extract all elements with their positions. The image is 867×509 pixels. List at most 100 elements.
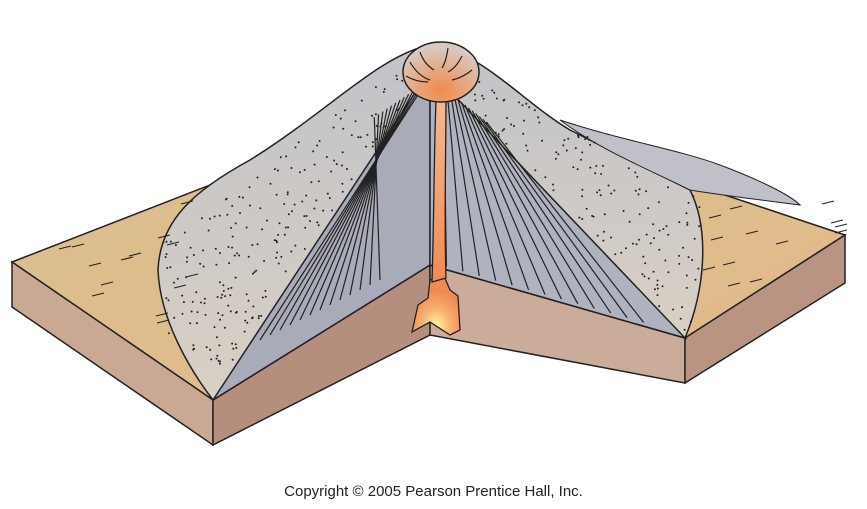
stipple-dot xyxy=(213,215,216,218)
stipple-dot xyxy=(231,342,234,345)
strata-line xyxy=(349,108,388,296)
stipple-dot xyxy=(222,290,225,292)
stipple-dot xyxy=(658,248,661,251)
stipple-dot xyxy=(586,135,589,138)
stipple-dot xyxy=(224,295,227,298)
stipple-dot xyxy=(246,321,249,324)
stipple-dot xyxy=(231,358,234,361)
stipple-dot xyxy=(396,78,399,81)
stipple-dot xyxy=(227,287,230,290)
stipple-dot xyxy=(525,144,528,147)
stipple-dot xyxy=(244,310,247,313)
ground-dash xyxy=(185,273,199,278)
stipple-dot xyxy=(678,221,681,224)
ground-dash xyxy=(100,281,114,286)
cone-surface-left xyxy=(157,44,431,401)
stipple-dot xyxy=(636,175,639,178)
stipple-dot xyxy=(595,165,598,167)
stipple-dot xyxy=(518,101,520,104)
stipple-dot xyxy=(602,164,604,167)
strata-line xyxy=(460,101,530,291)
stipple-dot xyxy=(287,226,290,229)
stipple-dot xyxy=(474,99,477,102)
stipple-dot xyxy=(247,299,250,302)
stipple-dot xyxy=(174,244,177,247)
stipple-dot xyxy=(209,348,212,351)
stipple-dot xyxy=(234,222,237,225)
stipple-dot xyxy=(280,255,283,258)
stipple-dot xyxy=(482,97,485,100)
stipple-dot xyxy=(299,171,301,174)
stipple-dot xyxy=(247,255,250,258)
stipple-dot xyxy=(244,319,247,322)
stipple-dot xyxy=(371,114,374,117)
stipple-dot xyxy=(572,166,575,169)
stipple-dot xyxy=(173,316,176,319)
stipple-dot xyxy=(493,91,496,94)
stipple-dot xyxy=(234,276,237,279)
stipple-dot xyxy=(182,301,185,304)
stipple-dot xyxy=(223,326,226,329)
stipple-dot xyxy=(691,259,694,261)
ground-dash xyxy=(834,229,848,234)
stipple-dot xyxy=(682,246,685,249)
ground-dash xyxy=(128,252,142,257)
stipple-dot xyxy=(315,199,318,202)
stipple-dot xyxy=(303,248,306,250)
stipple-dot xyxy=(229,310,232,313)
stipple-dot xyxy=(334,114,337,116)
stipple-dot xyxy=(213,326,216,329)
stipple-dot xyxy=(322,209,325,212)
stipple-dot xyxy=(218,344,221,347)
stipple-dot xyxy=(274,168,276,171)
stipple-dot xyxy=(653,237,655,240)
stipple-dot xyxy=(647,277,650,280)
stipple-dot xyxy=(596,234,599,237)
stipple-dot xyxy=(316,221,319,224)
stipple-dot xyxy=(260,314,263,317)
stipple-dot xyxy=(226,213,229,216)
stipple-dot xyxy=(593,141,596,144)
stipple-dot xyxy=(235,311,238,313)
stipple-dot xyxy=(344,109,346,112)
stipple-dot xyxy=(238,254,241,257)
stipple-dot xyxy=(656,279,659,282)
stipple-dot xyxy=(657,201,660,204)
ground-dash xyxy=(727,282,741,287)
stipple-dot xyxy=(283,233,286,236)
stipple-dot xyxy=(614,253,617,256)
stipple-dot xyxy=(577,136,580,139)
stipple-dot xyxy=(199,262,202,265)
stipple-dot xyxy=(581,195,584,198)
stipple-dot xyxy=(185,260,188,263)
stipple-dot xyxy=(313,207,316,210)
ash-stipple xyxy=(162,52,701,365)
stipple-dot xyxy=(297,141,300,144)
stipple-dot xyxy=(541,139,544,142)
stipple-dot xyxy=(681,306,684,309)
stipple-dot xyxy=(220,296,223,299)
stipple-dot xyxy=(275,256,278,259)
stipple-dot xyxy=(647,207,650,210)
ground-dash xyxy=(830,219,844,224)
ground-dash xyxy=(166,241,180,246)
stipple-dot xyxy=(304,226,307,229)
stipple-dot xyxy=(576,168,579,171)
stipple-dot xyxy=(371,145,374,148)
stipple-dot xyxy=(533,109,536,112)
lava-flow-right xyxy=(559,119,802,206)
stipple-dot xyxy=(231,204,234,207)
ground-dash xyxy=(157,234,171,239)
stipple-dot xyxy=(294,146,297,149)
ground-texture xyxy=(58,200,848,324)
stipple-dot xyxy=(339,117,342,120)
stipple-dot xyxy=(634,189,637,192)
stipple-dot xyxy=(294,244,297,247)
stipple-dot xyxy=(186,256,189,259)
stipple-dot xyxy=(192,344,195,347)
stipple-dot xyxy=(202,265,205,268)
strata-line xyxy=(446,90,464,272)
stipple-dot xyxy=(679,317,682,320)
stipple-dot xyxy=(602,239,605,242)
stipple-dot xyxy=(574,147,577,150)
